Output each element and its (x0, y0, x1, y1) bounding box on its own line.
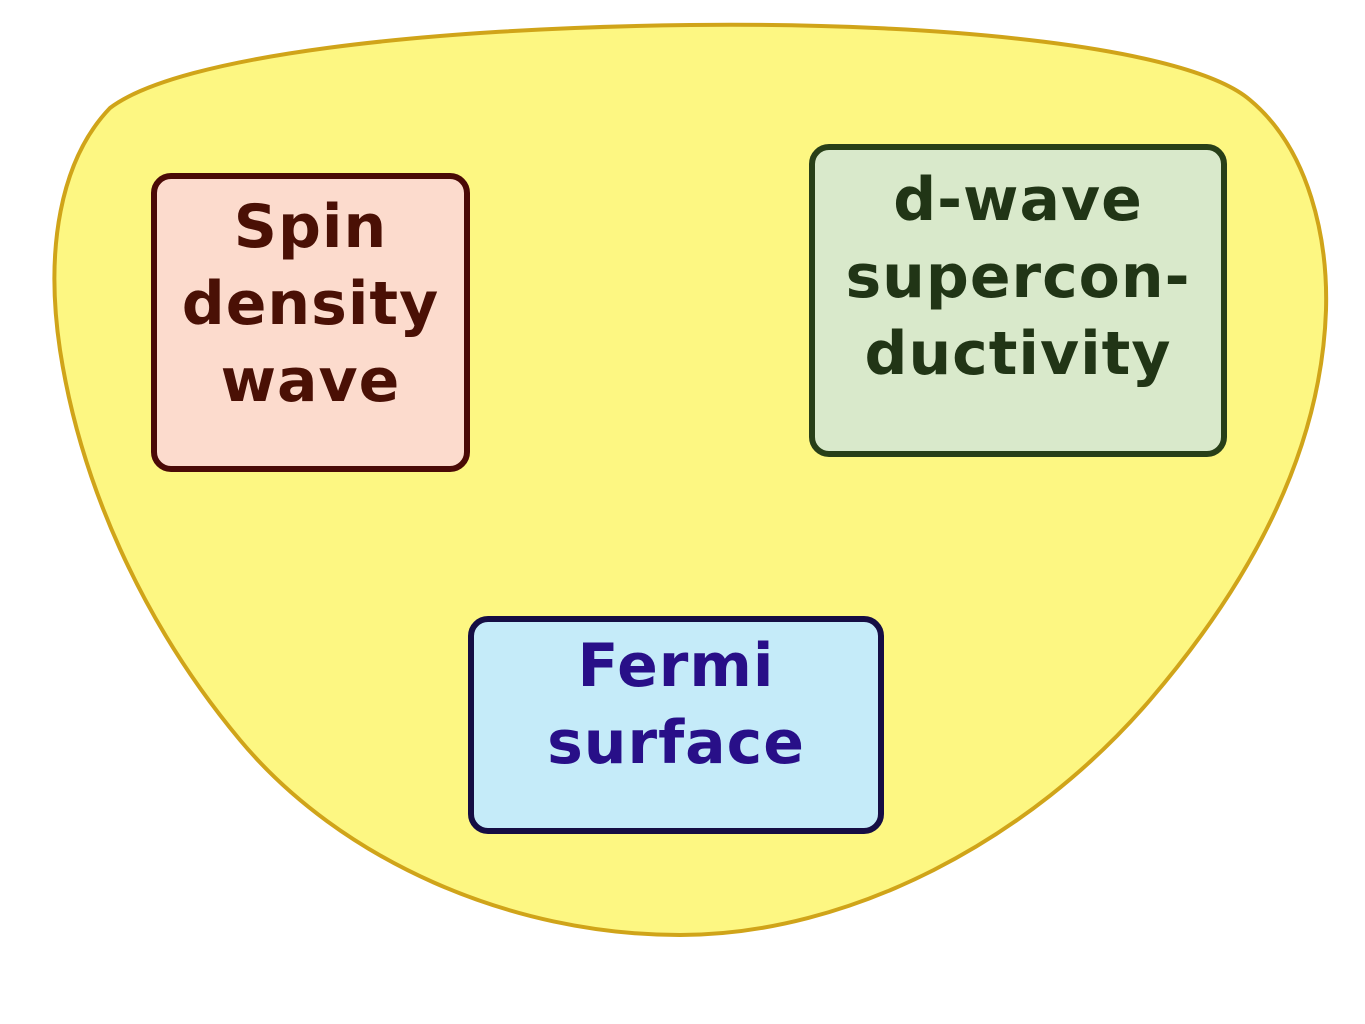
fermi-surface-line-1: Fermi (577, 631, 775, 701)
d-wave-superconductivity-line-2: supercon- (845, 242, 1191, 312)
spin-density-wave-line-3: wave (220, 346, 401, 416)
fermi-surface-line-2: surface (547, 708, 805, 778)
d-wave-superconductivity-line-3: ductivity (864, 319, 1172, 389)
d-wave-superconductivity-box: d-wave supercon- ductivity (809, 144, 1227, 457)
spin-density-wave-line-2: density (181, 269, 440, 339)
spin-density-wave-box: Spin density wave (151, 173, 470, 472)
d-wave-superconductivity-line-1: d-wave (893, 165, 1143, 235)
fermi-surface-box: Fermi surface (468, 616, 884, 834)
spin-density-wave-line-1: Spin (233, 192, 388, 262)
